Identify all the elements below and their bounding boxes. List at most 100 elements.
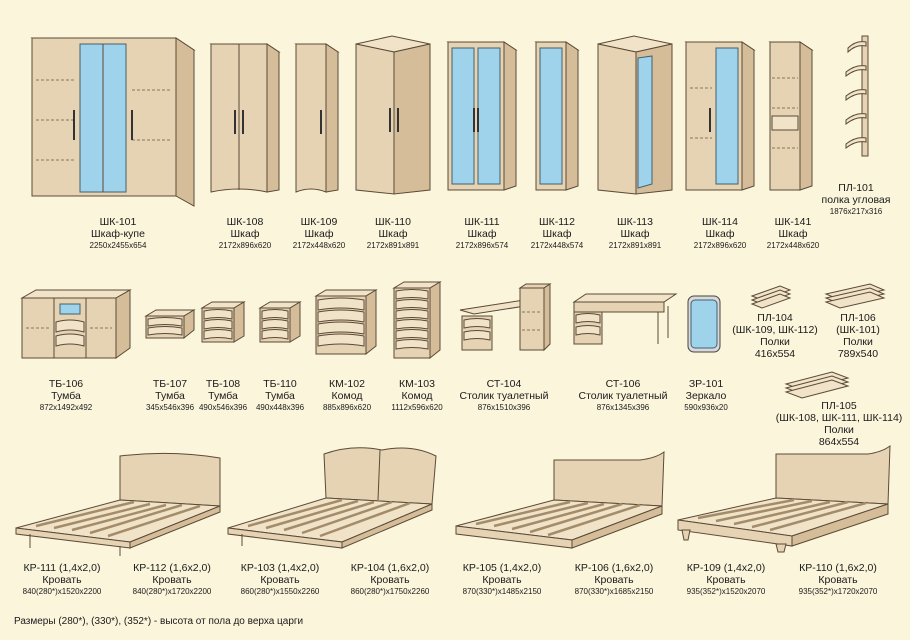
product-shk112: ШК-112 Шкаф 2172x448x574 [531, 38, 586, 250]
pl105-dims: 864x554 [818, 436, 860, 448]
shk109-image [294, 43, 340, 193]
kr110-code: КР-110 (1,6х2,0) [799, 562, 877, 574]
shk109-code: ШК-109 [300, 216, 338, 228]
tb107-name: Тумба [155, 390, 185, 402]
km103-image [392, 281, 442, 360]
pl106-code: ПЛ-106 [840, 312, 876, 324]
shk108-image [209, 43, 281, 193]
tb106-code: ТБ-106 [48, 378, 84, 390]
pl104-name: Полки [760, 336, 790, 348]
product-st104: СТ-104 Столик туалетный 876x1510x396 [454, 282, 564, 418]
shk101-name: Шкаф-купе [91, 228, 145, 240]
product-shk141: ШК-141 Шкаф 2172x448x620 [766, 38, 820, 250]
kr106-code: КР-106 (1,6х2,0) [574, 562, 654, 574]
tb106-name: Тумба [51, 390, 81, 402]
product-tb110: ТБ-110 Тумба 490x448x396 [256, 300, 306, 418]
tb107-image [144, 309, 196, 340]
shk101-image [30, 37, 196, 207]
shk109-dims: 2172x448x620 [292, 241, 346, 250]
km103-dims: 1112x596x620 [391, 403, 443, 412]
km102-name: Комод [331, 390, 363, 402]
km102-dims: 885x896x620 [322, 403, 372, 412]
kr111-dims: 840(280*)х1520х2200 [22, 587, 102, 596]
shk111-dims: 2172x896x574 [455, 241, 509, 250]
kr109-dims: 935(352*)х1520х2070 [686, 587, 766, 596]
product-shk113: ШК-113 Шкаф 2172x891x891 [592, 34, 678, 250]
pl105-code: ПЛ-105 [821, 400, 857, 412]
shk113-image [597, 35, 673, 195]
tb110-dims: 490x448x396 [255, 403, 305, 412]
shk111-name: Шкаф [467, 228, 497, 240]
product-shk111: ШК-111 Шкаф 2172x896x574 [442, 38, 522, 250]
kr110-name: Кровать [818, 574, 858, 586]
bed-kr111-kr112-image [15, 452, 221, 556]
kr103-dims: 860(280*)х1550х2260 [240, 587, 320, 596]
tb108-dims: 490x546x396 [198, 403, 248, 412]
kr111-code: КР-111 (1,4х2,0) [23, 562, 101, 574]
pl105-image [784, 371, 850, 399]
pl105-name: Полки [824, 424, 854, 436]
product-shk101: ШК-101 Шкаф-купе 2250x2455x654 [28, 30, 200, 250]
kr105-code: КР-105 (1,4х2,0) [462, 562, 542, 574]
km102-image [314, 289, 378, 356]
kr104-name: Кровать [370, 574, 410, 586]
product-zr101: ЗР-101 Зеркало 590x936x20 [684, 294, 728, 418]
bed-kr109-kr110-image [677, 444, 891, 553]
st104-image [459, 283, 552, 352]
kr112-name: Кровать [152, 574, 192, 586]
kr105-dims: 870(330*)х1485х2150 [462, 587, 542, 596]
shk112-code: ШК-112 [539, 216, 575, 228]
product-pl101: ПЛ-101 полка угловая 1876x217x316 [822, 32, 890, 232]
st104-name: Столик туалетный [459, 390, 549, 402]
pl104-code: ПЛ-104 [757, 312, 793, 324]
st106-code: СТ-106 [605, 378, 641, 390]
pl101-image [845, 35, 869, 157]
product-pl106: ПЛ-106 (ШК-101) Полки 789x540 [818, 280, 908, 360]
shk113-code: ШК-113 [617, 216, 653, 228]
product-tb106: ТБ-106 Тумба 872x1492x492 [16, 288, 136, 418]
shk113-name: Шкаф [620, 228, 650, 240]
kr109-code: КР-109 (1,4х2,0) [686, 562, 766, 574]
zr101-dims: 590x936x20 [684, 403, 728, 412]
product-shk110: ШК-110 Шкаф 2172x891x891 [350, 34, 436, 250]
shk111-code: ШК-111 [464, 216, 500, 228]
shk101-dims: 2250x2455x654 [89, 241, 147, 250]
pl104-image [750, 285, 792, 309]
pl106-dims: 789x540 [837, 348, 879, 360]
st106-name: Столик туалетный [578, 390, 668, 402]
pl106-note: (ШК-101) [836, 324, 880, 336]
product-shk108: ШК-108 Шкаф 2172x896x620 [205, 40, 285, 250]
product-tb107: ТБ-107 Тумба 345x546x396 [142, 306, 198, 418]
kr104-dims: 860(280*)х1750х2260 [350, 587, 430, 596]
kr105-name: Кровать [482, 574, 522, 586]
bed-kr105-kr106-image [455, 450, 665, 549]
shk114-image [684, 41, 756, 191]
product-shk109: ШК-109 Шкаф 2172x448x620 [292, 40, 346, 250]
st104-code: СТ-104 [486, 378, 522, 390]
product-shk114: ШК-114 Шкаф 2172x896x620 [680, 38, 760, 250]
pl104-note: (ШК-109, ШК-112) [732, 324, 818, 336]
shk101-code: ШК-101 [99, 216, 137, 228]
kr106-dims: 870(330*)х1685х2150 [574, 587, 654, 596]
product-pl105: ПЛ-105 (ШК-108, ШК-111, ШК-114) Полки 86… [770, 368, 910, 448]
shk110-code: ШК-110 [375, 216, 411, 228]
shk112-image [534, 41, 580, 191]
st104-dims: 876x1510x396 [477, 403, 531, 412]
product-km103: КМ-103 Комод 1112x596x620 [390, 280, 446, 418]
pl106-name: Полки [843, 336, 873, 348]
st106-image [572, 293, 678, 345]
product-pl104: ПЛ-104 (ШК-109, ШК-112) Полки 416x554 [730, 280, 820, 360]
shk141-image [768, 41, 814, 191]
bed-group-4: КР-109 (1,4х2,0) Кровать 935(352*)х1520х… [672, 440, 900, 606]
kr112-code: КР-112 (1,6х2,0) [133, 562, 211, 574]
shk141-name: Шкаф [778, 228, 808, 240]
tb110-code: ТБ-110 [263, 378, 297, 390]
kr110-dims: 935(352*)х1720х2070 [798, 587, 878, 596]
shk114-code: ШК-114 [702, 216, 738, 228]
pl101-dims: 1876x217x316 [829, 207, 883, 216]
km103-name: Комод [401, 390, 433, 402]
shk109-name: Шкаф [304, 228, 334, 240]
tb106-image [20, 289, 132, 359]
shk114-dims: 2172x896x620 [693, 241, 747, 250]
